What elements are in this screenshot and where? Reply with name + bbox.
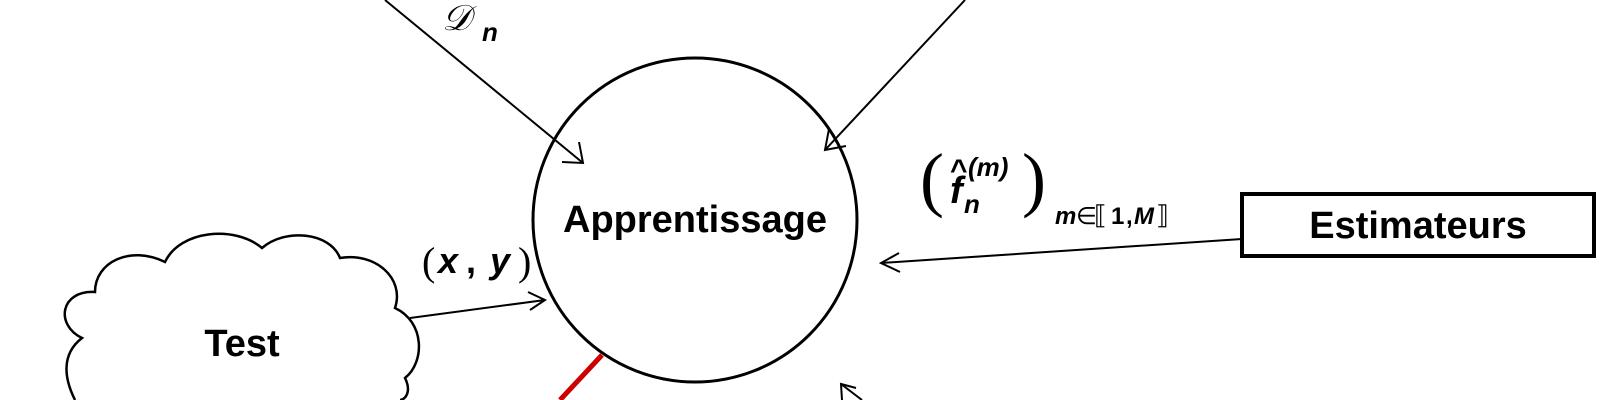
estimators-subscript: n xyxy=(964,189,980,219)
test-pair-comma: , xyxy=(466,240,476,281)
dataset-symbol: 𝒟 xyxy=(442,0,477,38)
estimators-hat: ^ xyxy=(950,154,968,187)
estimators-open-paren: ( xyxy=(920,139,944,219)
estimators-index-close: ⟧ xyxy=(1156,201,1169,230)
test-edge-arrowhead xyxy=(527,291,548,311)
red-output-edge xyxy=(558,353,604,400)
estimators-edge-arrowhead xyxy=(878,252,901,273)
estimators-superscript: (m) xyxy=(968,152,1008,182)
test-cloud-node xyxy=(63,232,421,400)
dataset-edge xyxy=(384,0,584,164)
estimateurs-label: Estimateurs xyxy=(1309,205,1527,247)
estimators-edge-label: ( ^ f (m) n ) m ∈ ⟦ 1 , M ⟧ xyxy=(920,139,1169,230)
estimators-edge xyxy=(880,238,1243,264)
estimators-index-comma: , xyxy=(1126,203,1133,230)
top-right-edge-arrowhead xyxy=(823,128,847,152)
test-pair-y: y xyxy=(488,240,512,281)
test-pair-open-paren: ( xyxy=(422,239,435,284)
top-right-edge xyxy=(824,0,966,151)
test-edge xyxy=(409,299,546,319)
dataset-edge-label: 𝒟 n xyxy=(442,0,498,47)
bottom-edge xyxy=(840,383,863,400)
apprentissage-node xyxy=(531,56,859,384)
apprentissage-label: Apprentissage xyxy=(563,199,827,241)
estimators-close-paren: ) xyxy=(1022,139,1046,219)
estimators-f: f xyxy=(950,170,966,212)
estimators-index-open: ⟦ xyxy=(1094,201,1107,230)
estimators-index-M: M xyxy=(1134,203,1155,230)
estimateurs-node xyxy=(1240,192,1596,258)
bottom-edge-arrowhead xyxy=(839,382,857,400)
estimators-index-one: 1 xyxy=(1111,203,1124,230)
test-pair-close-paren: ) xyxy=(518,239,531,284)
estimators-index-m: m xyxy=(1055,203,1076,230)
test-pair-label: ( x , y ) xyxy=(422,239,531,284)
dataset-subscript: n xyxy=(482,17,498,47)
test-pair-x: x xyxy=(436,240,460,281)
dataset-edge-arrowhead xyxy=(561,141,585,165)
test-label: Test xyxy=(204,323,280,365)
estimators-index-in: ∈ xyxy=(1076,204,1097,230)
